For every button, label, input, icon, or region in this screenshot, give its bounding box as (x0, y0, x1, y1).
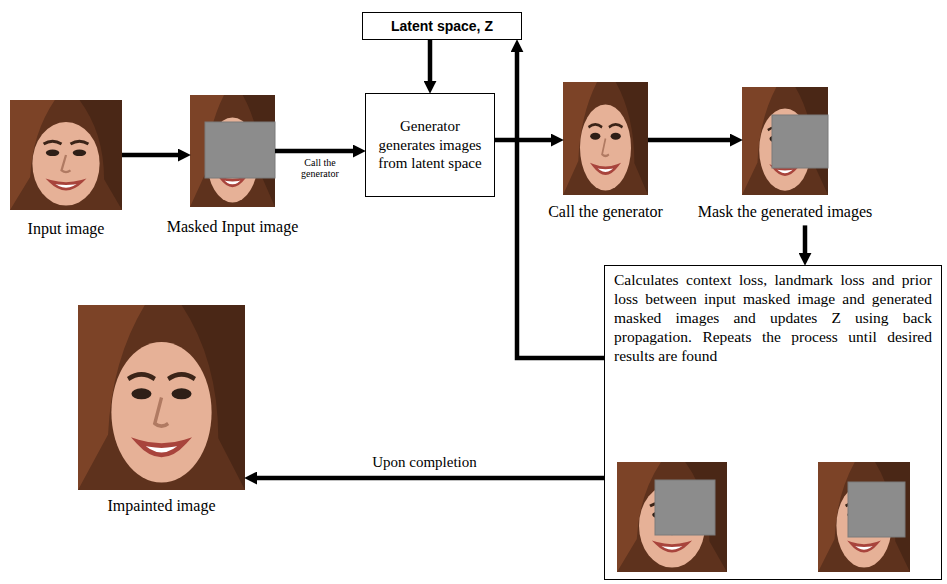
generated-face (617, 462, 727, 572)
generated-face (742, 87, 828, 195)
mask-square (655, 480, 715, 535)
inpainted-face (78, 305, 245, 490)
flow-arrow (122, 153, 180, 158)
mask-square (205, 122, 275, 178)
image-caption: Input image (26, 220, 107, 238)
mask-square (772, 115, 828, 168)
image-caption: Masked Input image (165, 218, 301, 236)
flow-arrow (255, 476, 604, 481)
process-box: Generator generates images from latent s… (365, 93, 495, 197)
image-caption: Impainted image (106, 497, 218, 515)
flow-arrow (803, 225, 808, 255)
masked-generated-image: Mask the generated images (742, 87, 828, 195)
box-text: Calculates context loss, landmark loss a… (614, 271, 932, 366)
generated-face (818, 462, 910, 572)
generated-face (563, 82, 648, 195)
loss-box: Calculates context loss, landmark loss a… (604, 265, 942, 580)
masked-image: Masked Input image (190, 95, 275, 207)
box-text: Generator generates images from latent s… (371, 117, 489, 173)
flow-arrow (495, 138, 553, 143)
generated-image: Call the generator (563, 82, 648, 195)
face-photo (190, 95, 275, 207)
face-photo (10, 100, 122, 210)
flow-arrow (428, 40, 433, 83)
image-caption: Mask the generated images (696, 203, 875, 221)
box-title: Latent space, Z (391, 18, 493, 35)
edge-label: Upon completion (370, 454, 479, 471)
inpainted-image: Impainted image (78, 305, 245, 490)
flow-arrow (275, 149, 355, 154)
flow-arrow (648, 138, 732, 143)
latent-box: Latent space, Z (362, 12, 522, 40)
mask-square (848, 482, 905, 537)
input-image: Input image (10, 100, 122, 210)
edge-label: Call the generator (294, 157, 346, 179)
image-caption: Call the generator (546, 203, 665, 221)
